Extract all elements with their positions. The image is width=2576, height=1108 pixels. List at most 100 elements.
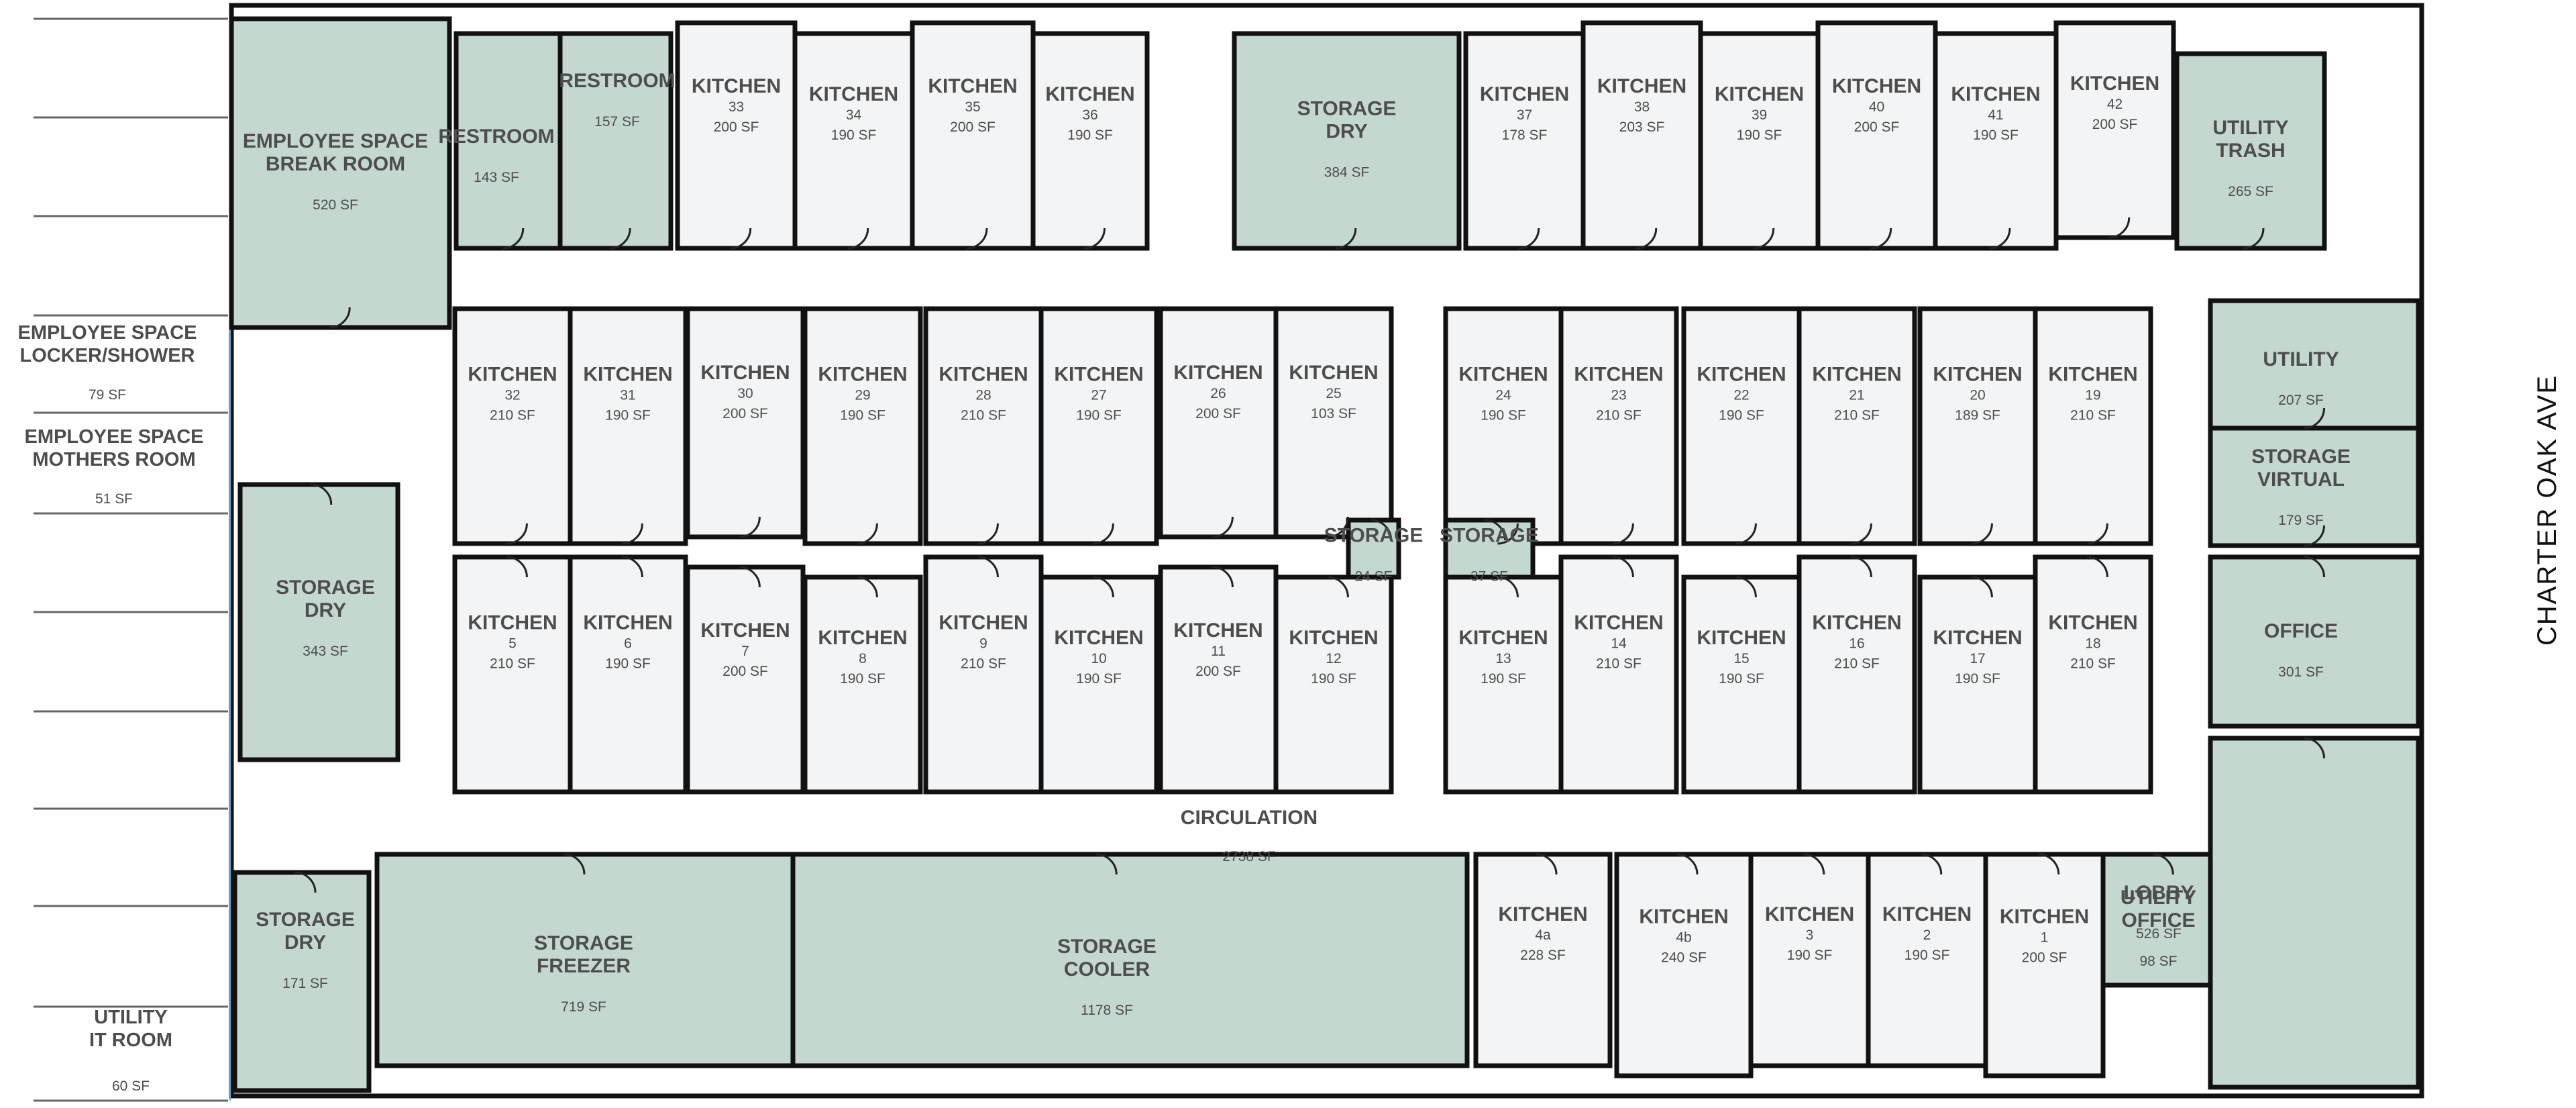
door-swing <box>1093 523 1114 545</box>
room-name: KITCHEN <box>583 364 672 386</box>
door-swing <box>966 228 988 250</box>
kitchen-room <box>923 554 1044 795</box>
kitchen-room <box>1815 20 1938 251</box>
kitchen-room <box>802 306 923 546</box>
room-name: KITCHEN <box>938 612 1028 634</box>
kitchen-room <box>1443 306 1564 546</box>
kitchen-number: 10 <box>1091 651 1106 666</box>
kitchen-number: 12 <box>1326 651 1341 666</box>
door-swing <box>294 871 317 893</box>
room-area: 157 SF <box>594 114 640 130</box>
kitchen-room <box>1038 306 1159 546</box>
room-name: KITCHEN <box>700 362 790 384</box>
room-area: 210 SF <box>961 656 1006 672</box>
kitchen-number: 36 <box>1082 107 1097 123</box>
kitchen-room <box>452 306 573 546</box>
door-swing <box>1803 853 1825 875</box>
door-swing <box>1497 576 1519 598</box>
room-area: 210 SF <box>1834 656 1880 672</box>
room-name-line2: OFFICE <box>2122 909 2196 931</box>
door-swing <box>1518 228 1540 250</box>
side-room-area: 60 SF <box>112 1078 150 1094</box>
room-name: KITCHEN <box>1639 906 1728 928</box>
kitchen-room <box>1917 306 2038 546</box>
room-name-line2: DRY <box>1326 121 1367 143</box>
door-swing <box>2038 853 2060 875</box>
room-name-line2: VIRTUAL <box>2257 468 2345 491</box>
room-area: 210 SF <box>2070 408 2116 423</box>
room-name: OFFICE <box>2264 620 2338 642</box>
kitchen-number: 13 <box>1495 651 1511 666</box>
room-area: 103 SF <box>1311 406 1356 421</box>
kitchen-number: 11 <box>1211 644 1226 659</box>
door-swing <box>622 523 643 545</box>
side-room-area: 79 SF <box>89 387 126 403</box>
room-area: 143 SF <box>474 170 519 185</box>
room-area: 200 SF <box>1854 119 1900 135</box>
room-area: 210 SF <box>1596 656 1642 672</box>
kitchen-number: 21 <box>1849 388 1864 403</box>
room-name: KITCHEN <box>1933 627 2022 649</box>
side-room-name: EMPLOYEE SPACE <box>25 426 204 448</box>
kitchen-room <box>685 564 806 795</box>
room-area: 343 SF <box>303 644 348 659</box>
kitchen-number: 41 <box>1988 107 2003 123</box>
door-swing <box>739 566 761 588</box>
kitchen-number: 29 <box>855 388 870 403</box>
room-area: 98 SF <box>2139 954 2177 969</box>
kitchen-room <box>1273 306 1394 540</box>
room-name: EMPLOYEE SPACE <box>243 130 428 152</box>
room-name: KITCHEN <box>2048 364 2137 386</box>
kitchen-room <box>685 306 806 540</box>
room-area: 203 SF <box>1619 119 1665 135</box>
room-name: KITCHEN <box>692 75 781 97</box>
support-room <box>229 16 452 330</box>
door-swing <box>857 523 878 545</box>
kitchen-room <box>452 554 573 795</box>
support-room <box>2208 425 2421 548</box>
room-name: KITCHEN <box>818 364 907 386</box>
room-area: 240 SF <box>1661 950 1707 966</box>
room-name: KITCHEN <box>1765 903 1854 925</box>
door-swing <box>1485 519 1506 541</box>
room-name: STORAGE <box>534 932 633 954</box>
room-area: 210 SF <box>1596 408 1642 423</box>
room-area: 200 SF <box>2022 950 2068 966</box>
room-name: KITCHEN <box>1289 362 1378 384</box>
room-name: KITCHEN <box>1045 83 1134 105</box>
door-swing <box>506 523 528 545</box>
door-swing <box>1536 853 1558 875</box>
kitchen-room <box>1473 852 1613 1068</box>
support-room <box>2174 51 2327 251</box>
room-name-line2: DRY <box>284 931 326 954</box>
kitchen-room <box>568 306 688 546</box>
room-area: 210 SF <box>1834 408 1880 423</box>
room-area: 301 SF <box>2278 664 2324 680</box>
door-swing <box>847 228 869 250</box>
kitchen-number: 31 <box>620 388 635 403</box>
kitchen-number: 32 <box>504 388 520 403</box>
door-swing <box>610 228 631 250</box>
support-room <box>2208 736 2421 1090</box>
door-swing <box>2304 737 2325 759</box>
kitchen-room <box>1796 306 1917 546</box>
kitchen-number: 2 <box>1923 927 1931 943</box>
door-swing <box>2304 407 2325 430</box>
room-name: LOBBY <box>2124 882 2194 904</box>
door-swing <box>2304 556 2325 578</box>
support-room <box>790 852 1470 1068</box>
door-swing <box>730 228 752 250</box>
room-name: KITCHEN <box>2070 72 2159 95</box>
room-area: 190 SF <box>605 656 651 672</box>
kitchen-number: 33 <box>729 99 744 115</box>
room-area: 189 SF <box>1955 408 2000 423</box>
door-swing <box>1328 516 1349 538</box>
kitchen-number: 9 <box>979 636 987 652</box>
room-area: 190 SF <box>840 671 885 687</box>
kitchen-number: 40 <box>1869 99 1884 115</box>
door-swing <box>977 556 999 578</box>
side-room-area: 51 SF <box>95 491 133 507</box>
room-area: 190 SF <box>1481 408 1526 423</box>
kitchen-number: 16 <box>1849 636 1864 652</box>
kitchen-number: 18 <box>2085 636 2100 652</box>
